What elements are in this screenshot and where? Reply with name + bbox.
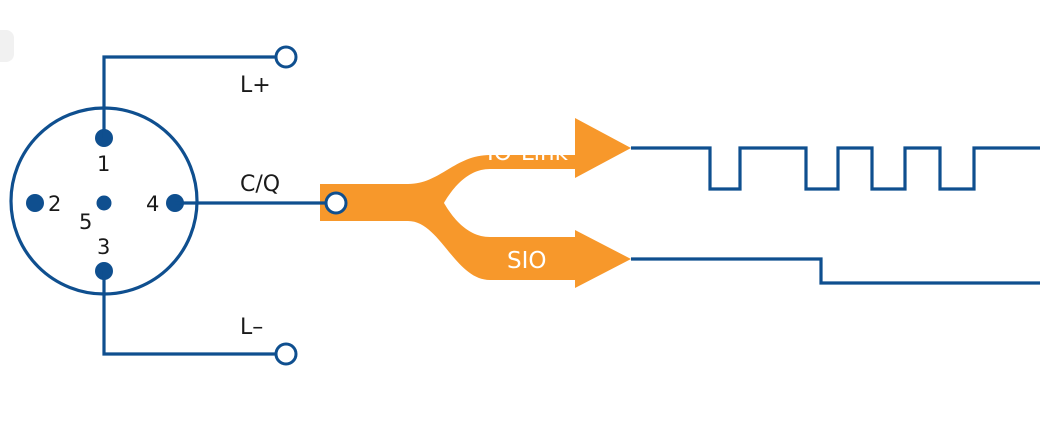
io-link-waveform [631,146,1040,191]
pin-2-dot [26,194,44,212]
pin-1-number: 1 [97,152,110,176]
pin-5-number: 5 [79,210,92,234]
pin-4-number: 4 [146,192,159,216]
side-tab [0,30,14,62]
l-plus-wire [102,55,276,138]
l-plus-terminal [274,45,298,69]
l-plus-label: L+ [240,73,271,98]
l-minus-label: L– [240,315,263,340]
cq-label: C/Q [240,172,280,197]
l-minus-wire [102,271,276,356]
cq-terminal [324,191,348,215]
pin-5-dot [96,195,112,211]
l-minus-terminal [274,342,298,366]
splitter-body [320,118,631,288]
pin-3-number: 3 [97,235,110,259]
pin-2-number: 2 [48,192,61,216]
sio-label: SIO [507,248,547,274]
signal-splitter: IO-Link SIO [320,118,631,288]
io-link-label: IO-Link [487,140,569,166]
sio-waveform [631,257,1040,285]
